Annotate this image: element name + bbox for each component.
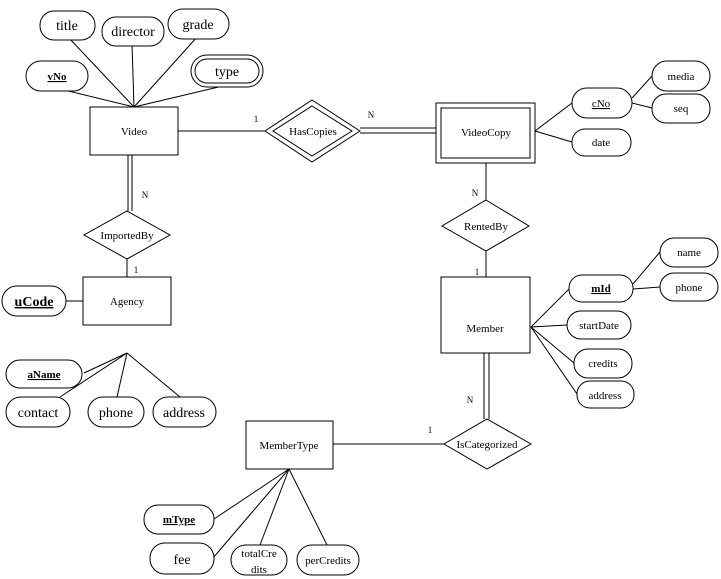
attribute-startdate-label: startDate <box>579 320 619 332</box>
attribute-startdate[interactable]: startDate <box>566 310 632 340</box>
attribute-agency-phone-label: phone <box>99 406 133 421</box>
attribute-percredits-label: perCredits <box>305 555 351 567</box>
attribute-credits[interactable]: credits <box>573 348 633 379</box>
cardinality-label: 1 <box>428 425 433 435</box>
relationship-rented-by-label: RentedBy <box>464 221 508 233</box>
attribute-totalcredits-label-line1: totalCre <box>241 548 277 560</box>
attribute-grade[interactable]: grade <box>167 8 230 40</box>
attribute-vno-key[interactable]: vNo <box>25 60 89 92</box>
attribute-contact[interactable]: contact <box>5 396 71 428</box>
entity-videocopy[interactable]: VideoCopy <box>435 102 536 164</box>
entity-membertype-label: MemberType <box>259 440 318 452</box>
attribute-type-label: type <box>215 65 239 80</box>
entity-videocopy-label: VideoCopy <box>461 127 512 139</box>
relationship-rented-by[interactable]: RentedBy <box>441 199 530 252</box>
attribute-date[interactable]: date <box>571 128 632 157</box>
attribute-name-label: name <box>677 247 701 259</box>
attribute-totalcredits[interactable]: totalCre dits <box>230 544 288 576</box>
attribute-agency-address-label: address <box>163 406 205 421</box>
attribute-vno-label: vNo <box>48 71 67 83</box>
relationship-is-categorized-label: IsCategorized <box>456 439 518 451</box>
cardinality-label: N <box>142 190 149 200</box>
entity-member[interactable]: Member <box>440 276 531 354</box>
attribute-director[interactable]: director <box>101 16 165 47</box>
attribute-cno-partial-key[interactable]: cNo <box>571 87 633 119</box>
attribute-agency-phone[interactable]: phone <box>87 396 145 428</box>
attribute-fee[interactable]: fee <box>149 542 215 575</box>
entity-video-label: Video <box>121 126 148 138</box>
attribute-grade-label: grade <box>182 18 213 33</box>
cardinality-label: N <box>368 110 375 120</box>
attribute-seq-label: seq <box>674 103 689 115</box>
attribute-percredits[interactable]: perCredits <box>296 544 360 576</box>
attribute-member-address[interactable]: address <box>576 380 635 409</box>
attribute-mtype-key[interactable]: mType <box>143 504 215 535</box>
cardinality-label: 1 <box>134 265 139 275</box>
cardinality-label: 1 <box>475 267 480 277</box>
attribute-date-label: date <box>592 137 610 149</box>
relationship-has-copies[interactable]: HasCopies <box>264 99 361 163</box>
attribute-aname-label: aName <box>28 369 61 381</box>
attribute-media-label: media <box>668 71 695 83</box>
attribute-agency-address[interactable]: address <box>152 396 217 428</box>
attribute-member-phone-label: phone <box>676 282 703 294</box>
attribute-cno-label: cNo <box>592 98 611 110</box>
relationship-has-copies-label: HasCopies <box>289 126 337 138</box>
attribute-mid-key[interactable]: mId <box>568 274 634 303</box>
attribute-seq[interactable]: seq <box>651 93 711 124</box>
attribute-media[interactable]: media <box>651 60 711 92</box>
attribute-ucode-key[interactable]: uCode <box>1 285 67 317</box>
attribute-member-phone[interactable]: phone <box>659 272 719 302</box>
entity-member-label: Member <box>466 323 504 335</box>
connector-lines <box>55 35 661 559</box>
cardinality-label: N <box>472 188 479 198</box>
attribute-title[interactable]: title <box>39 10 96 41</box>
attribute-contact-label: contact <box>18 406 59 421</box>
attribute-ucode-label: uCode <box>15 295 54 310</box>
attribute-director-label: director <box>111 25 155 40</box>
attribute-title-label: title <box>56 19 78 34</box>
relationship-imported-by[interactable]: ImportedBy <box>82 210 172 260</box>
entity-video[interactable]: Video <box>89 106 179 156</box>
attribute-name[interactable]: name <box>659 237 719 268</box>
attribute-mtype-label: mType <box>163 514 195 526</box>
attribute-aname-key[interactable]: aName <box>5 359 83 389</box>
entity-agency-label: Agency <box>110 296 145 308</box>
attribute-type-multivalued[interactable]: type <box>190 54 264 88</box>
cardinality-label: 1 <box>254 114 259 124</box>
attribute-mid-label: mId <box>591 283 611 295</box>
entity-agency[interactable]: Agency <box>82 276 172 326</box>
attribute-fee-label: fee <box>173 553 190 568</box>
attribute-totalcredits-label-line2: dits <box>251 564 267 576</box>
cardinality-label: N <box>467 395 474 405</box>
attribute-credits-label: credits <box>588 358 617 370</box>
attribute-member-address-label: address <box>589 390 622 402</box>
entity-membertype[interactable]: MemberType <box>245 420 334 470</box>
relationship-is-categorized[interactable]: IsCategorized <box>443 418 533 470</box>
relationship-imported-by-label: ImportedBy <box>100 230 154 242</box>
